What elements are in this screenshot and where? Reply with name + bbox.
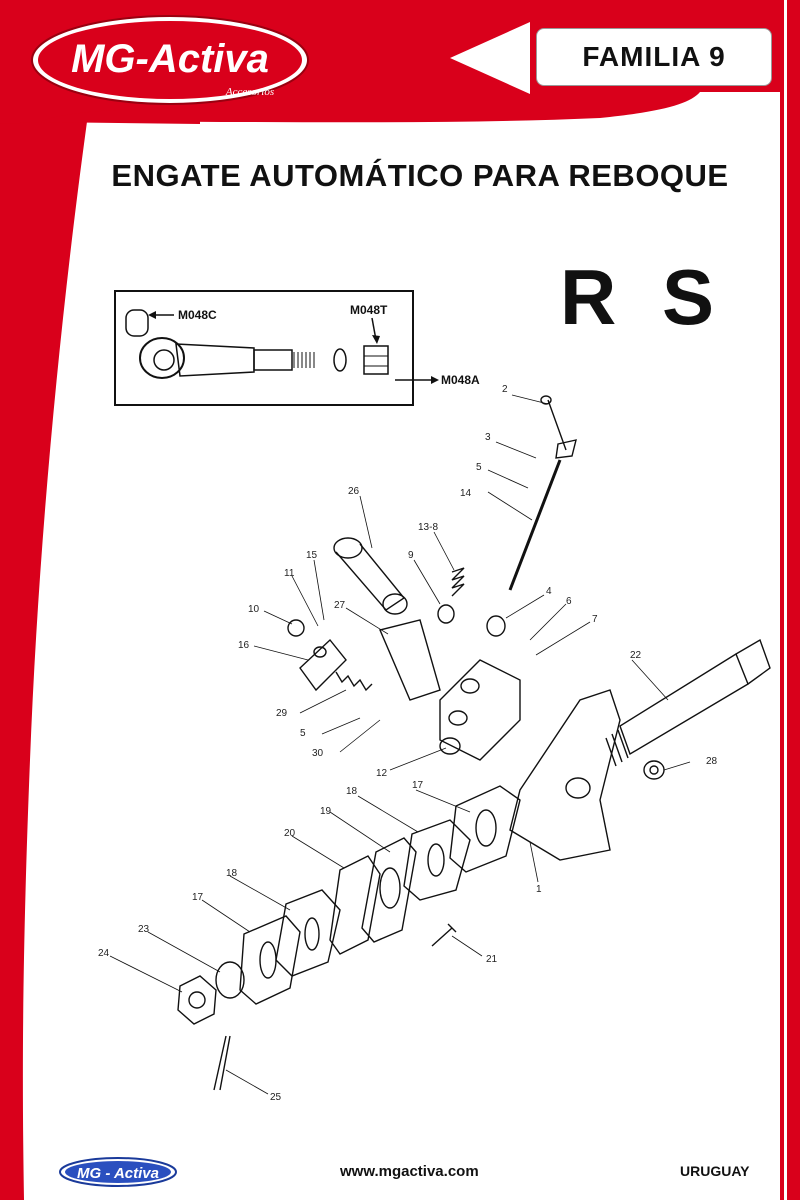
part-19-plate (361, 837, 417, 943)
part-16-plate (299, 638, 347, 692)
part-label-2: 2 (502, 384, 508, 395)
part-20-washer-plate (329, 855, 381, 955)
inset-label-m048a: M048A (441, 373, 480, 387)
familia-badge: FAMILIA 9 (536, 28, 772, 86)
part-label-18-upper: 18 (346, 786, 358, 797)
drawbar-eye (139, 337, 185, 379)
part-14-rod (508, 459, 562, 591)
part-12-bracket (439, 659, 521, 761)
footer-country: URUGUAY (680, 1163, 750, 1179)
part-label-6: 6 (566, 596, 572, 607)
part-label-24: 24 (98, 948, 110, 959)
part-label-17-upper: 17 (412, 780, 424, 791)
left-red-swoosh (0, 0, 105, 1200)
part-2-lever (547, 399, 577, 459)
part-label-16: 16 (238, 640, 250, 651)
part-label-30: 30 (312, 748, 324, 759)
logo-text: MG-Activa (71, 37, 269, 81)
thread (293, 352, 315, 368)
inset-external-arrow: M048A (395, 373, 480, 387)
part-24-nut (177, 975, 217, 1025)
header-arrow (450, 22, 530, 94)
part-13-8-spring (451, 567, 465, 597)
part-28-washer (643, 760, 665, 780)
part-label-7: 7 (592, 614, 598, 625)
part-29-spring (335, 671, 373, 692)
inset-box: M048C M048T (114, 290, 414, 406)
part-label-11: 11 (284, 568, 295, 579)
part-label-5-lower: 5 (300, 728, 306, 739)
footer-logo-text: MG - Activa (77, 1165, 159, 1182)
part-label-25: 25 (270, 1092, 282, 1103)
part-label-23: 23 (138, 924, 150, 935)
part-26-pin (333, 537, 408, 615)
inset-label-m048c: M048C (178, 308, 217, 322)
part-label-17-lower: 17 (192, 892, 204, 903)
page-title: ENGATE AUTOMÁTICO PARA REBOQUE (111, 158, 729, 193)
part-label-12: 12 (376, 768, 388, 779)
part-label-13-8: 13-8 (418, 522, 438, 533)
part-label-1: 1 (536, 884, 542, 895)
part-label-27: 27 (334, 600, 346, 611)
part-number-labels: 2 3 5 14 4 6 7 26 13-8 9 27 11 15 10 16 … (98, 384, 718, 1103)
part-23-ring (215, 961, 245, 999)
model-code: R S (560, 253, 727, 341)
part-21-bolt (431, 923, 457, 947)
part-label-18-lower: 18 (226, 868, 238, 879)
part-label-10: 10 (248, 604, 260, 615)
part-1-housing (509, 689, 621, 861)
part-label-14: 14 (460, 488, 472, 499)
part-label-9: 9 (408, 550, 414, 561)
part-17-plate-lower (239, 915, 301, 1005)
part-label-20: 20 (284, 828, 296, 839)
part-label-26: 26 (348, 486, 360, 497)
part-label-3: 3 (485, 432, 491, 443)
footer-url[interactable]: www.mgactiva.com (340, 1163, 479, 1180)
part-label-29: 29 (276, 708, 288, 719)
part-label-15: 15 (306, 550, 318, 561)
part-label-19: 19 (320, 806, 332, 817)
part-label-22: 22 (630, 650, 642, 661)
inset-label-m048t: M048T (350, 303, 388, 317)
part-label-4: 4 (546, 586, 552, 597)
part-18-cushion-upper (403, 819, 471, 901)
part-25-cotter-pin (213, 1035, 231, 1091)
familia-label: FAMILIA 9 (582, 41, 726, 72)
part-9-bushing (437, 604, 455, 624)
part-label-5-upper: 5 (476, 462, 482, 473)
part-label-28: 28 (706, 756, 718, 767)
bushing (125, 309, 149, 337)
castle-nut (363, 345, 389, 375)
washer (333, 348, 347, 372)
part-27-plate (379, 619, 441, 701)
logo-subtext: Accesorios (225, 86, 274, 98)
part-22-bolt (605, 638, 771, 767)
part-label-21: 21 (486, 954, 498, 965)
part-4-bushing (486, 615, 506, 637)
part-10-nut (287, 619, 305, 637)
part-17-plate-upper (449, 785, 521, 873)
